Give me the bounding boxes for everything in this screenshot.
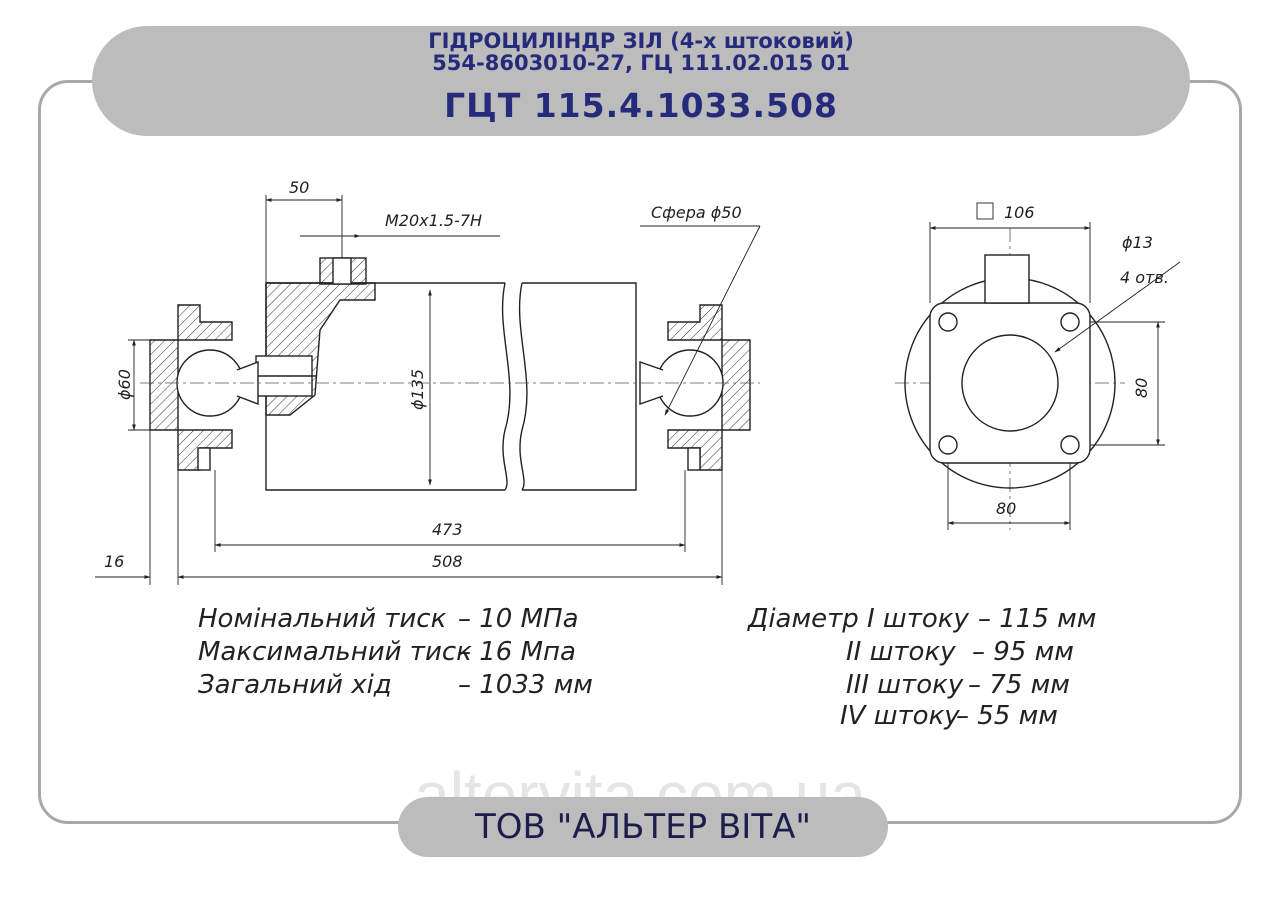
break-line-1	[501, 282, 511, 491]
dim-phi135: ϕ135	[408, 369, 427, 410]
dim-508: 508	[432, 552, 463, 571]
product-code: ГЦТ 115.4.1033.508	[444, 86, 838, 125]
spec-left-label-0: Номінальний тиск	[198, 604, 447, 634]
dim-473: 473	[432, 520, 463, 539]
title-line-1: ГІДРОЦИЛІНДР ЗІЛ (4-х штоковий)	[428, 29, 854, 53]
spec-right-label-1: II штоку	[846, 637, 956, 667]
right-grease-nipple	[687, 447, 701, 471]
spec-right-value-2: – 75 мм	[968, 670, 1070, 700]
company-banner	[398, 797, 888, 857]
title-banner	[92, 26, 1190, 136]
dim-holes-count: 4 отв.	[1120, 268, 1169, 287]
square-symbol	[976, 202, 994, 220]
dim-sphere: Сфера ϕ50	[651, 203, 742, 222]
hole-br	[1060, 435, 1080, 455]
break-line-2	[518, 282, 528, 491]
dim-thread: M20x1.5-7H	[385, 211, 482, 230]
company-name: ТОВ "АЛЬТЕР ВІТА"	[474, 807, 812, 847]
title-line-2: 554-8603010-27, ГЦ 111.02.015 01	[432, 51, 850, 75]
oil-port-hole	[332, 257, 352, 285]
hole-tl	[938, 312, 958, 332]
spec-right-label-0: Діаметр I штоку	[748, 604, 969, 634]
spec-left-label-1: Максимальний тиск	[198, 637, 472, 667]
spec-left-value-2: – 1033 мм	[458, 670, 593, 700]
port-stub	[984, 254, 1030, 304]
spec-right-value-0: – 115 мм	[978, 604, 1097, 634]
spec-left-value-1: – 16 Мпа	[458, 637, 576, 667]
dim-hole-13: ϕ13	[1122, 233, 1153, 252]
spec-right-value-1: – 95 мм	[972, 637, 1074, 667]
hole-bl	[938, 435, 958, 455]
dim-80-horizontal: 80	[996, 499, 1016, 518]
hole-tr	[1060, 312, 1080, 332]
spec-right-value-3: – 55 мм	[956, 701, 1058, 731]
spec-left-label-2: Загальний хід	[198, 670, 392, 700]
dim-16: 16	[104, 552, 124, 571]
dim-80-vertical: 80	[1132, 378, 1151, 398]
spec-right-label-3: IV штоку	[840, 701, 960, 731]
dim-50: 50	[289, 178, 309, 197]
bore-circle	[961, 334, 1059, 432]
spec-left-value-0: – 10 МПа	[458, 604, 579, 634]
left-grease-nipple	[197, 447, 211, 471]
spec-right-label-2: III штоку	[846, 670, 964, 700]
dim-phi60: ϕ60	[115, 369, 134, 400]
dim-square-106: 106	[1004, 203, 1035, 222]
